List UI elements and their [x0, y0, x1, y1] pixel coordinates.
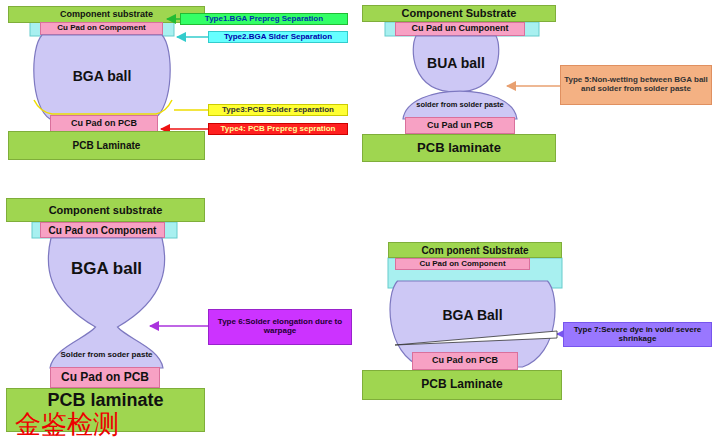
node-text: Cu Pad on PCB: [430, 356, 500, 366]
node-text: solder from solder paste: [414, 101, 506, 109]
pcb-laminate: PCB Laminate: [8, 131, 205, 160]
node-text: Cu Pad un PCB: [425, 121, 495, 131]
node-text: Type3:PCB Solder separation: [220, 106, 336, 115]
failure-callout: Type4: PCB Prepreg sepration: [208, 123, 348, 135]
solder-mask: [385, 22, 539, 36]
failure-callout: Type2.BGA Slder Separation: [208, 31, 348, 43]
node-text: Type2.BGA Slder Separation: [222, 33, 334, 42]
copper-pad: Cu Pad on Component: [395, 258, 530, 270]
node-text: Com ponent Substrate: [419, 245, 530, 256]
solder-mask: [30, 22, 174, 36]
solder-ball: BGA ball: [30, 35, 174, 119]
failure-callout: Type 6:Solder elongation dure to warpage: [208, 309, 352, 345]
copper-pad: Cu Pad un Cumponent: [395, 22, 525, 36]
node-text: Cu Pad on Component: [417, 260, 507, 269]
solder-ball: BGA ball: [45, 238, 168, 368]
shape-outline: [45, 238, 168, 368]
leader-arrow: [150, 325, 210, 327]
leader-arrow: [161, 128, 208, 130]
watermark: 金鉴检测: [2, 410, 132, 439]
node-text: PCB laminate: [415, 141, 503, 155]
substrate-band: Component Substrate: [362, 5, 556, 22]
node-text: Type4: PCB Prepreg sepration: [219, 125, 338, 134]
node-text: Type 7:Severe dye in void/ severe shrink…: [564, 326, 711, 344]
copper-pad: Cu Pad on Component: [40, 222, 165, 238]
node-text: BGA ball: [69, 260, 144, 279]
copper-pad: Cu Pad on PCB: [412, 352, 518, 370]
node-text: Component substrate: [58, 10, 155, 20]
ball-outline: [34, 35, 170, 119]
copper-pad: Cu Pad on PCB: [50, 367, 160, 388]
solder-paste: solder from solder paste: [403, 88, 517, 119]
node-text: Cu Pad on Component: [47, 225, 159, 236]
ball-outline: [403, 91, 517, 119]
copper-pad: Cu Pad on Compoment: [40, 22, 163, 35]
node-text: Component Substrate: [400, 7, 519, 19]
pcb-laminate: PCB laminate: [362, 134, 556, 162]
failure-callout: Type1.BGA Prepreg Separation: [180, 13, 348, 25]
node-text: Cu Pad on Compoment: [55, 24, 147, 33]
ball-outline: [48, 238, 164, 368]
solder-mask: [32, 222, 177, 238]
failure-callout: Type 7:Severe dye in void/ severe shrink…: [563, 322, 712, 347]
node-text: PCB Laminate: [71, 140, 143, 151]
solder-ball: BUA ball: [410, 36, 502, 92]
leader-arrow: [177, 36, 208, 38]
copper-pad: Cu Pad on PCB: [50, 115, 158, 132]
node-text: Type 5:Non-wetting between BGA ball and …: [561, 76, 711, 94]
node-text: Component substrate: [47, 204, 165, 216]
substrate-band: Component substrate: [8, 6, 205, 23]
node-text: BUA ball: [425, 56, 487, 71]
leader-line: [174, 109, 208, 111]
ball-outline: [413, 36, 499, 92]
node-text: Type1.BGA Prepreg Separation: [203, 15, 325, 24]
copper-pad: Cu Pad un PCB: [405, 117, 515, 134]
substrate-band: Component substrate: [6, 198, 205, 222]
region-label: Solder from soder paste: [45, 351, 168, 360]
node-text: BGA Ball: [440, 308, 504, 323]
void-crack: [395, 331, 557, 345]
substrate-band: Com ponent Substrate: [388, 242, 562, 258]
node-text: Cu Pad on PCB: [59, 371, 151, 384]
leader-arrow: [507, 85, 562, 87]
node-text: Type 6:Solder elongation dure to warpage: [209, 318, 351, 336]
node-text: Cu Pad on PCB: [69, 119, 139, 129]
node-text: Cu Pad un Cumponent: [410, 24, 511, 34]
pcb-laminate: PCB Laminate: [362, 370, 562, 400]
node-text: BGA ball: [71, 69, 134, 84]
failure-callout: Type3:PCB Solder separation: [208, 104, 348, 116]
node-text: PCB laminate: [45, 391, 165, 411]
failure-callout: Type 5:Non-wetting between BGA ball and …: [560, 65, 712, 105]
node-text: PCB Laminate: [419, 378, 504, 391]
